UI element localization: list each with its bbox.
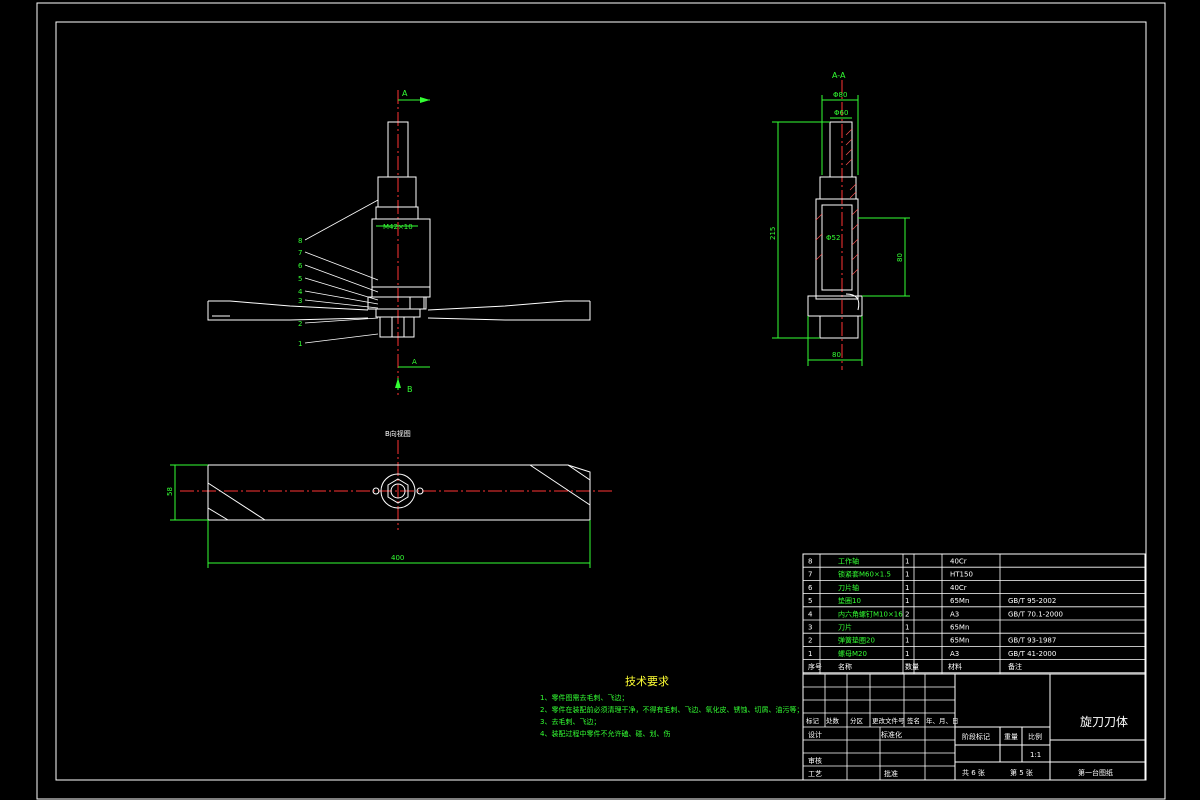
bom-cell: 刀片轴 (838, 583, 859, 592)
outer-border (36, 2, 1166, 800)
leader-label: 8 (298, 237, 302, 245)
bom-cell: 65Mn (950, 597, 969, 605)
leader-label: 3 (298, 297, 302, 305)
bom-cell: 65Mn (950, 637, 969, 645)
bom-cell: A3 (950, 610, 959, 618)
bom-cell: 1 (905, 584, 909, 592)
revision-col-label: 签名 (907, 716, 920, 725)
section-mark-top: A (402, 89, 408, 98)
label-review: 审核 (808, 756, 822, 765)
revision-col-label: 标记 (806, 716, 820, 725)
label-weight: 重量 (1004, 733, 1018, 741)
bom-cell: GB/T 70.1-2000 (1008, 610, 1063, 618)
leader-label: 1 (298, 340, 302, 348)
dim-bottom: 80 (832, 351, 841, 359)
bom-cell: 1 (905, 624, 909, 632)
revision-col-label: 分区 (850, 716, 864, 725)
bom-header-cell: 数量 (905, 662, 919, 671)
leader-label: 4 (298, 288, 303, 296)
blade-dim-height: 58 (166, 487, 174, 496)
bom-cell: 6 (808, 584, 813, 592)
leader-label: 7 (298, 249, 302, 257)
tech-requirements: 技术要求 1、零件图需去毛刺、飞边； 2、零件在装配前必须清理干净，不得有毛刺、飞… (540, 675, 803, 738)
sheet-no: 第 5 张 (1010, 768, 1033, 777)
bom-cell: 锁紧套M60×1.5 (838, 570, 891, 579)
label-approve: 批准 (884, 769, 898, 778)
scale-value: 1:1 (1030, 751, 1041, 759)
bom-cell: 1 (905, 558, 909, 566)
blade-view-title: B向视图 (385, 429, 411, 438)
tech-item: 3、去毛刺、飞边； (540, 717, 600, 726)
bom-cell: GB/T 41-2000 (1008, 650, 1056, 658)
bom-cell: 3 (808, 624, 812, 632)
revision-col-label: 年、月、日 (926, 716, 959, 725)
tech-item: 2、零件在装配前必须清理干净，不得有毛刺、飞边、氧化皮、锈蚀、切屑、油污等； (540, 705, 803, 714)
section-mark-bottom: A (412, 358, 417, 366)
company: 第一台图纸 (1078, 768, 1113, 777)
blade-dim-length: 400 (391, 554, 404, 562)
bom-cell: 垫圈10 (838, 596, 861, 605)
section-title: A-A (832, 71, 846, 80)
bom-cell: 40Cr (950, 558, 967, 566)
bom-cell: 螺母M20 (838, 649, 867, 658)
label-standardize: 标准化 (881, 730, 902, 739)
tech-item: 4、装配过程中零件不允许磕、碰、划、伤 (540, 729, 670, 738)
bom-cell: A3 (950, 650, 959, 658)
title-block: 标记处数分区更改文件号签名年、月、日 设计 标准化 审核 工艺 批准 阶段标记 … (802, 673, 1146, 781)
bom-header-cell: 序号 (808, 662, 822, 671)
bom-cell: 7 (808, 571, 812, 579)
dim-top-outer: Φ80 (833, 91, 847, 99)
leader-label: 5 (298, 275, 302, 283)
bom-cell: 1 (808, 650, 812, 658)
label-scale: 比例 (1028, 732, 1042, 741)
leader-label: 6 (298, 262, 303, 270)
label-stage: 阶段标记 (962, 732, 990, 741)
bom-cell: GB/T 95-2002 (1008, 597, 1056, 605)
bom-cell: 1 (905, 571, 909, 579)
bom-header-cell: 名称 (838, 662, 852, 671)
bom-cell: HT150 (950, 571, 973, 579)
bom-header-cell: 材料 (948, 662, 962, 671)
bom-cell: 1 (905, 637, 909, 645)
tech-title: 技术要求 (625, 675, 669, 688)
bom-cell: 工作轴 (838, 557, 859, 566)
drawing-title: 旋刀刀体 (1080, 715, 1128, 729)
bom-cell: 65Mn (950, 624, 969, 632)
dim-thread: M42×10 (383, 223, 413, 231)
revision-col-label: 更改文件号 (872, 716, 905, 725)
front-view: A M42×10 A B (207, 89, 591, 395)
leader-label: 2 (298, 320, 302, 328)
view-mark-b: B (407, 385, 413, 394)
sheet-total: 共 6 张 (962, 768, 985, 777)
bom-cell: 1 (905, 597, 909, 605)
bom-header-cell: 备注 (1008, 662, 1022, 671)
front-leaders: 8 7 6 5 43 2 1 (298, 199, 379, 348)
bom-cell: 8 (808, 558, 812, 566)
bom-cell: GB/T 93-1987 (1008, 637, 1056, 645)
bom-cell: 5 (808, 597, 812, 605)
tech-item: 1、零件图需去毛刺、飞边； (540, 693, 628, 702)
inner-border (55, 21, 1147, 781)
bom-cell: 40Cr (950, 584, 967, 592)
dim-top-inner: Φ60 (834, 109, 848, 117)
bom-cell: 刀片 (838, 623, 852, 632)
bom-cell: 4 (808, 610, 813, 618)
dim-side: 80 (896, 253, 904, 262)
dim-inner: Φ52 (826, 234, 840, 242)
bom-cell: 1 (905, 650, 909, 658)
bom-cell: 2 (808, 637, 812, 645)
section-view: A-A Φ80 Φ60 Φ52 215 (769, 71, 910, 370)
label-design: 设计 (808, 730, 822, 739)
bom-cell: 2 (905, 610, 909, 618)
revision-col-label: 处数 (826, 716, 840, 725)
bom-cell: 内六角螺钉M10×16 (838, 609, 903, 618)
label-process: 工艺 (808, 770, 822, 778)
bom-cell: 弹簧垫圈20 (838, 636, 875, 645)
dim-height: 215 (769, 227, 777, 240)
blade-view: B向视图 58 400 (166, 429, 615, 568)
